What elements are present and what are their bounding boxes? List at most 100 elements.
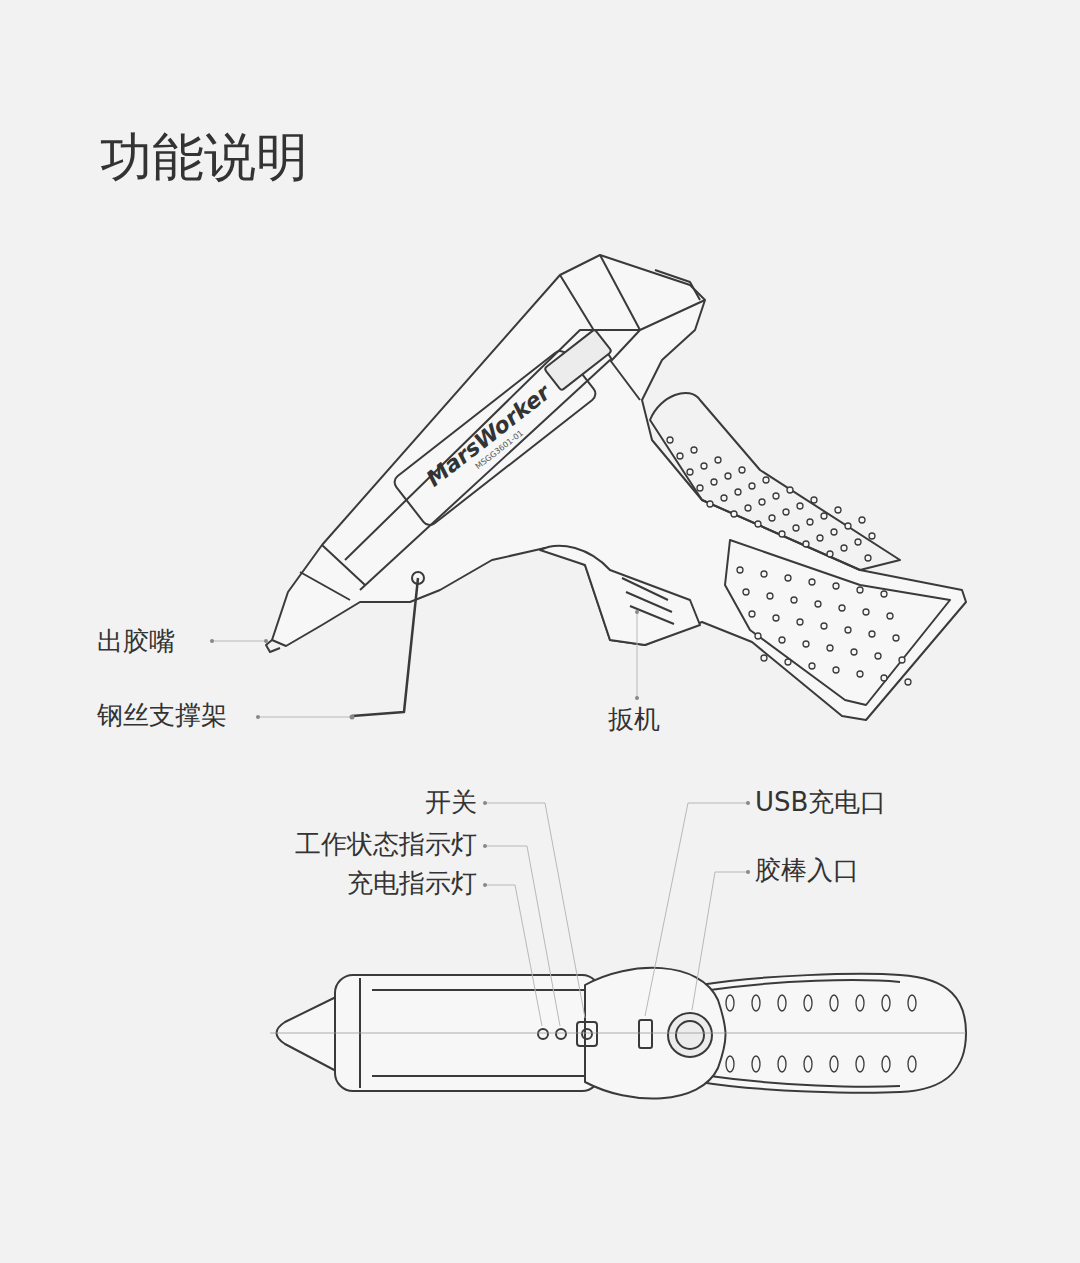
grip-dot [737, 567, 743, 573]
nose-ring [300, 545, 365, 600]
leader-line [485, 803, 585, 1018]
grip-dot [797, 503, 803, 509]
grip-dot [697, 485, 703, 491]
grip-dot [809, 663, 815, 669]
grip-dot [767, 593, 773, 599]
rear-bump [655, 270, 700, 300]
grip-dot [721, 495, 727, 501]
grip-dot [755, 521, 761, 527]
grip-dot [839, 605, 845, 611]
part-label: 工作状态指示灯 [295, 829, 477, 860]
leader-line [692, 872, 748, 1010]
leader-line [637, 612, 638, 698]
grip-dot [773, 493, 779, 499]
grip-dot [830, 995, 838, 1011]
grip-dot [711, 479, 717, 485]
glue-inlet-outer [668, 1013, 712, 1057]
grip-dot [821, 623, 827, 629]
grip-dot [769, 515, 775, 521]
grip-dot [845, 523, 851, 529]
grip-dot [761, 571, 767, 577]
grip-dot [908, 995, 916, 1011]
grip-dot [865, 555, 871, 561]
grip-dot [807, 519, 813, 525]
leader-dot [483, 844, 487, 848]
status-window [544, 329, 612, 390]
grip-dot [677, 453, 683, 459]
grip-dot [778, 1056, 786, 1072]
grip-dot [752, 995, 760, 1011]
part-label: 钢丝支撑架 [97, 700, 227, 731]
grip-dot [779, 637, 785, 643]
grip-dot [804, 1056, 812, 1072]
leader-dot [210, 639, 214, 643]
part-label: 开关 [425, 787, 477, 818]
grip-dot [759, 499, 765, 505]
grip-dot [859, 517, 865, 523]
grip-dot [830, 1056, 838, 1072]
leader-dot [264, 639, 268, 643]
grip-dot [749, 483, 755, 489]
grip-dot [827, 551, 833, 557]
grip-dot [761, 655, 767, 661]
trigger-grooves [622, 578, 674, 624]
leader-dot [746, 870, 750, 874]
grip-dot [752, 1056, 760, 1072]
grip-dot [803, 641, 809, 647]
grip-dot [755, 633, 761, 639]
grip-dot [785, 575, 791, 581]
grip-dot [857, 587, 863, 593]
grip-dot [785, 659, 791, 665]
nose-cone [277, 996, 339, 1072]
grip-dot [725, 473, 731, 479]
part-label: 出胶嘴 [97, 626, 175, 657]
wire-stand [352, 578, 418, 716]
leader-dot [350, 715, 355, 720]
center-line [270, 1033, 966, 1034]
leader-line [258, 717, 352, 718]
leader-dot [483, 801, 487, 805]
leader-dots-bottom [483, 801, 750, 887]
grip-dot [779, 531, 785, 537]
grip-dot [899, 657, 905, 663]
wire-hinge [412, 572, 424, 584]
page-title: 功能说明 [100, 126, 308, 188]
grip-dot [881, 591, 887, 597]
grip-dot [855, 539, 861, 545]
grip-dot [845, 627, 851, 633]
grip-dot [787, 487, 793, 493]
grip-panel-lower [725, 540, 950, 705]
grip-dot [869, 533, 875, 539]
grip-dot [856, 995, 864, 1011]
grip-dot [804, 995, 812, 1011]
leader-line [485, 846, 560, 1026]
leader-dot [635, 696, 639, 700]
part-label: 充电指示灯 [347, 868, 477, 899]
grip-dot [726, 1056, 734, 1072]
grip-dot [882, 995, 890, 1011]
gun-body [272, 255, 966, 720]
grip-dot [908, 1056, 916, 1072]
grip-dot [856, 1056, 864, 1072]
grip-dot [749, 611, 755, 617]
panel-line [345, 330, 640, 590]
grip-dot [893, 635, 899, 641]
leader-line [212, 641, 266, 642]
grip-dot [778, 995, 786, 1011]
grip-dot [691, 447, 697, 453]
grip-dot [833, 583, 839, 589]
grip-dot [745, 505, 751, 511]
leader-dot [483, 883, 487, 887]
grip-dot [739, 467, 745, 473]
side-view [266, 255, 966, 720]
trigger [540, 546, 700, 645]
grip-dot [687, 469, 693, 475]
leader-line [485, 885, 542, 1026]
grip-dot [835, 507, 841, 513]
grip-dot [833, 667, 839, 673]
grip-dot [803, 541, 809, 547]
grip-dot [905, 679, 911, 685]
usb-port [639, 1020, 652, 1048]
power-switch [577, 1022, 597, 1046]
grip-dot [743, 589, 749, 595]
